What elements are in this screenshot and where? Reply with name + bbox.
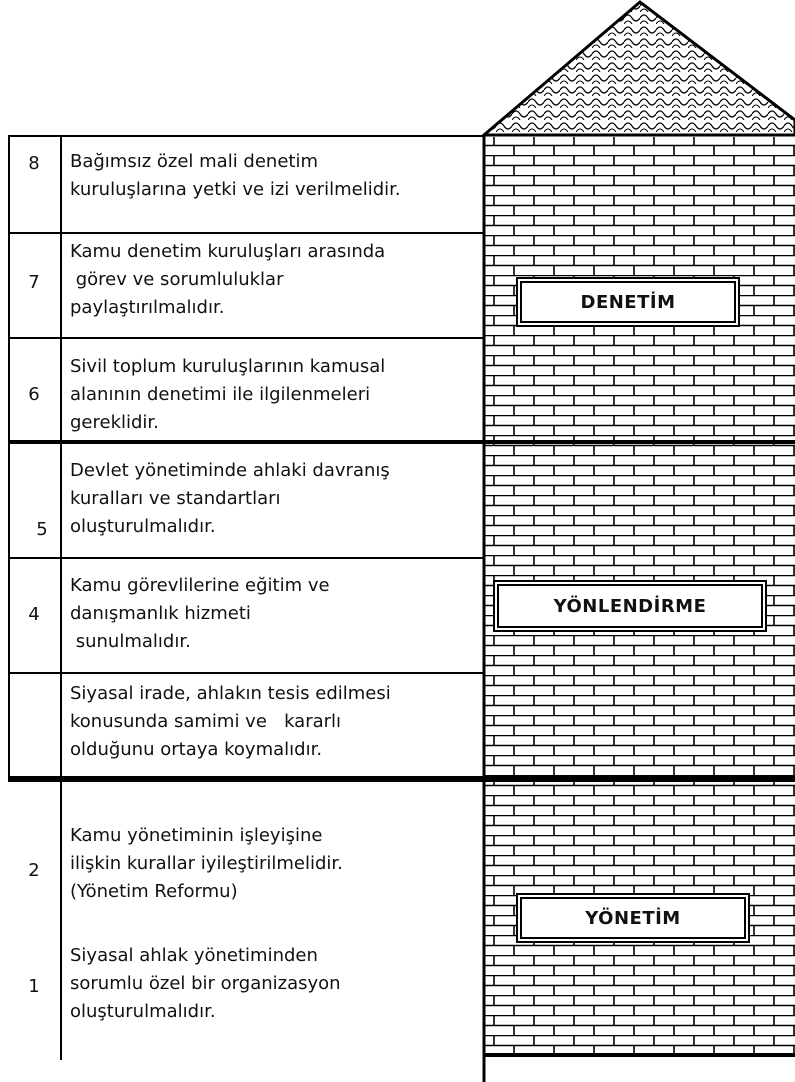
row-divider <box>8 232 484 234</box>
label-denetim: DENETİM <box>518 279 738 325</box>
row-number: 4 <box>28 604 40 625</box>
section-divider <box>8 776 795 782</box>
row-number: 7 <box>28 272 40 293</box>
row-text: Kamu görevlilerine eğitim ve danışmanlık… <box>70 575 330 652</box>
label-yonlendirme: YÖNLENDİRME <box>495 582 765 630</box>
row-divider <box>8 557 484 559</box>
row-text: Bağımsız özel mali denetim kuruluşlarına… <box>70 151 401 200</box>
row-number: 8 <box>28 153 40 174</box>
row-number: 6 <box>28 384 40 405</box>
number-column-divider <box>60 135 62 1060</box>
row-divider <box>8 337 484 339</box>
row-text: Kamu yönetiminin işleyişine ilişkin kura… <box>70 825 343 902</box>
row-number: 1 <box>28 976 40 997</box>
row-text: Devlet yönetiminde ahlaki davranış kural… <box>70 460 390 537</box>
row-number: 5 <box>36 519 48 540</box>
row-divider <box>8 672 484 674</box>
label-yonetim: YÖNETİM <box>518 895 748 941</box>
table-left-border <box>8 135 10 782</box>
roof <box>479 0 795 137</box>
row-text: Sivil toplum kuruluşlarının kamusal alan… <box>70 356 386 433</box>
row-text: Siyasal ahlak yönetiminden sorumlu özel … <box>70 945 341 1022</box>
row-text: Siyasal irade, ahlakın tesis edilmesi ko… <box>70 683 391 760</box>
row-text: Kamu denetim kuruluşları arasında görev … <box>70 241 386 318</box>
row-divider <box>8 135 484 137</box>
row-number: 2 <box>28 860 40 881</box>
section-divider <box>8 440 795 444</box>
